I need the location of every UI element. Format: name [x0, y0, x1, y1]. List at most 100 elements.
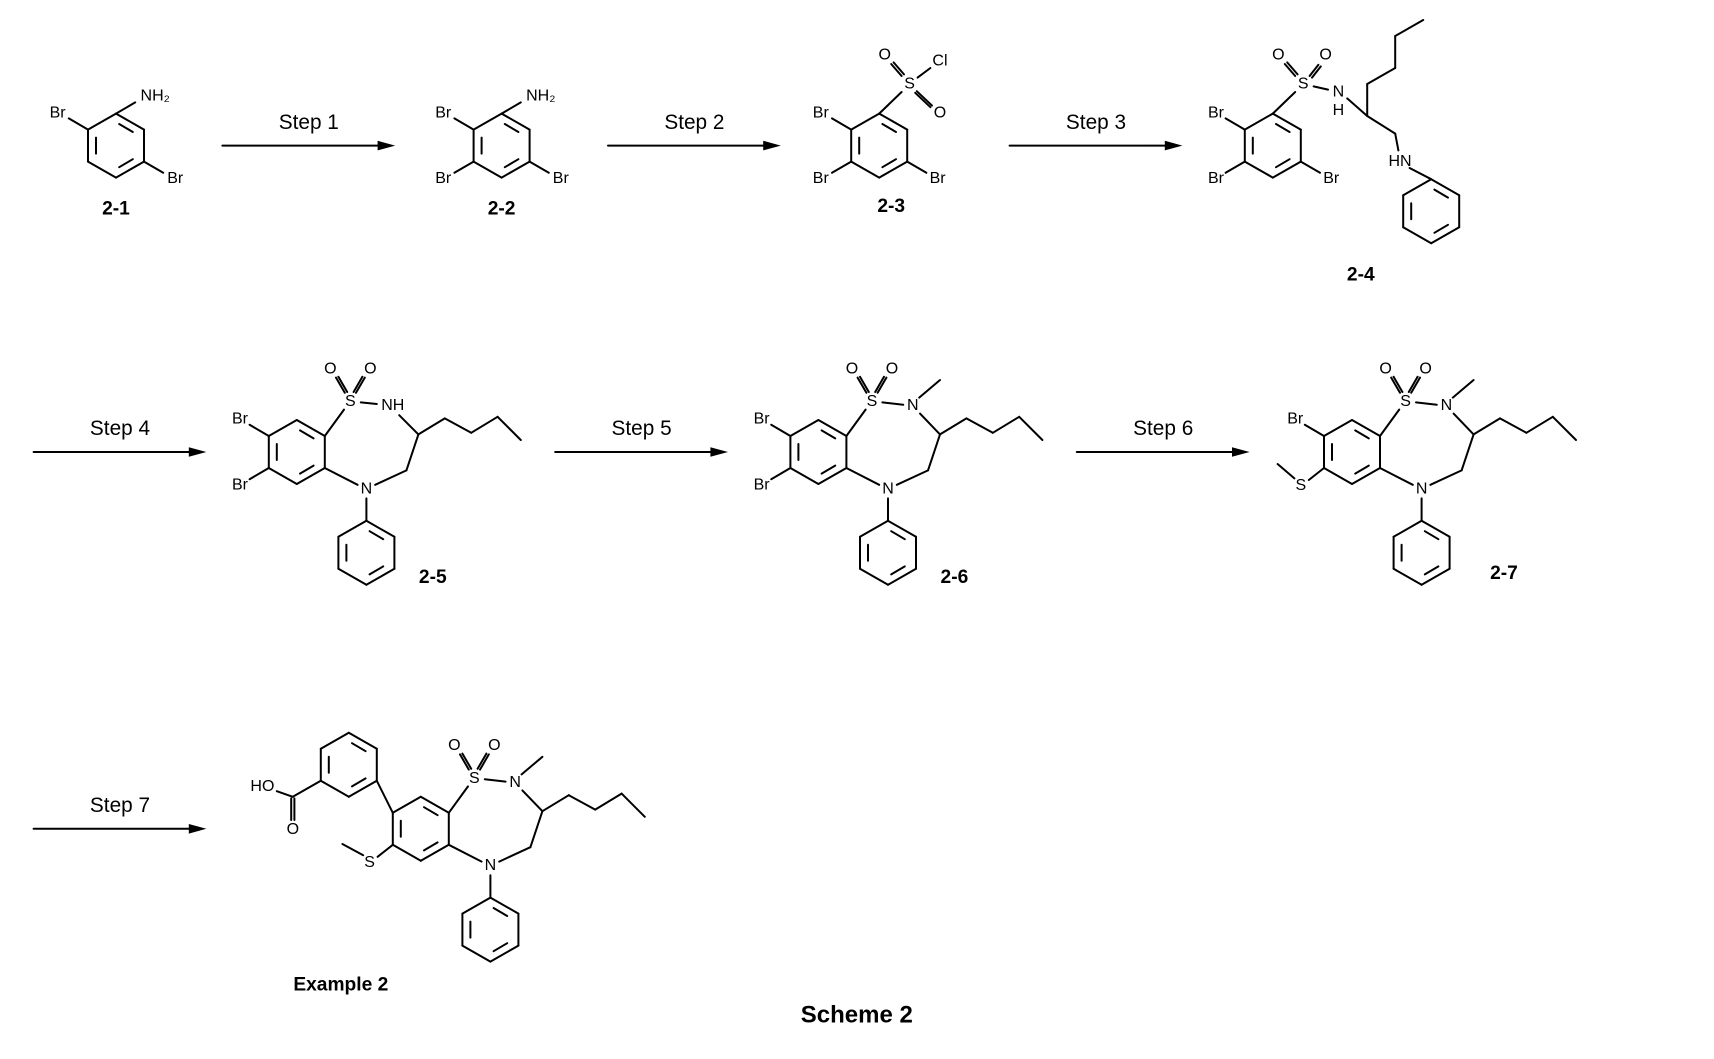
step-6-label: Step 6	[1133, 416, 1194, 440]
bond-line	[594, 792, 623, 811]
atom-label: N	[1441, 397, 1453, 414]
bond-line	[1283, 63, 1297, 78]
bond-line	[1392, 567, 1423, 586]
bond-line	[1311, 65, 1322, 79]
bond-line	[391, 843, 422, 862]
bond-line	[859, 567, 890, 586]
bond-line	[355, 376, 366, 394]
scheme-title: Scheme 2	[800, 1001, 913, 1028]
bond-line	[1312, 85, 1330, 91]
atom-label: HO	[250, 778, 274, 795]
step-3-label: Step 3	[1065, 109, 1127, 134]
bond-line	[335, 376, 346, 394]
right-arrow-icon	[32, 447, 207, 457]
atom-label: S	[904, 76, 915, 93]
bond-line	[1402, 178, 1433, 197]
bond-line	[1499, 417, 1528, 434]
bond-line	[472, 160, 503, 179]
bond-line	[521, 789, 544, 813]
bond-line	[1354, 464, 1370, 475]
bond-line	[365, 567, 396, 586]
atom-label: S	[1400, 393, 1411, 410]
atom-label: Br	[232, 411, 249, 428]
bond-line	[472, 112, 503, 131]
bond-line	[914, 91, 932, 109]
bond-line	[770, 467, 792, 481]
bond-line	[500, 101, 522, 115]
bond-line	[927, 433, 942, 472]
bond-line	[620, 792, 646, 818]
bond-line	[520, 755, 544, 776]
bond-line	[881, 123, 898, 134]
bond-line	[500, 112, 531, 131]
bond-line	[820, 429, 837, 440]
atom-label: S	[364, 854, 375, 871]
bond-line	[351, 777, 367, 788]
bond-line	[267, 467, 298, 486]
bond-line	[496, 415, 522, 442]
atom-label: NH	[381, 397, 404, 414]
bond-line	[887, 519, 918, 538]
bond-line	[1433, 223, 1450, 234]
bond-line	[299, 464, 315, 475]
bond-line	[351, 742, 367, 753]
bond-line	[859, 519, 890, 538]
atom-label: S	[469, 770, 480, 787]
bond-line	[1275, 158, 1291, 169]
bond-line	[1429, 469, 1463, 486]
bond-line	[1303, 423, 1326, 438]
compound-label: 2-7	[1490, 563, 1518, 584]
bond-line	[1472, 417, 1502, 436]
bond-line	[1271, 160, 1302, 179]
atom-label: NH₂	[526, 88, 555, 105]
bond-line	[850, 112, 881, 131]
bond-line	[1420, 567, 1451, 586]
bond-line	[423, 806, 439, 817]
bond-line	[489, 896, 520, 915]
bond-line	[1286, 61, 1299, 76]
bond-line	[831, 160, 853, 174]
bond-line	[347, 731, 378, 750]
bond-line	[1394, 132, 1400, 152]
bond-line	[1299, 160, 1322, 174]
atom-label: O	[448, 737, 460, 754]
bond-line	[115, 101, 137, 115]
bond-line	[1423, 565, 1440, 576]
bond-line	[1452, 412, 1475, 436]
bond-line	[919, 412, 942, 436]
bond-line	[291, 779, 322, 798]
bond-line	[906, 160, 928, 174]
step-6: Step 6	[1075, 416, 1251, 459]
bond-line	[1379, 408, 1401, 438]
bond-line	[248, 423, 270, 438]
atom-label: S	[1295, 477, 1306, 494]
right-arrow-icon	[221, 140, 396, 151]
bond-line	[337, 375, 349, 394]
atom-label: Br	[930, 170, 947, 187]
bond-line	[1307, 467, 1326, 482]
compound-label: 2-6	[941, 567, 969, 588]
atom-label: Br	[813, 104, 830, 121]
bond-line	[1451, 379, 1475, 399]
bond-line	[368, 530, 385, 541]
bond-line	[845, 408, 867, 438]
bond-line	[1390, 376, 1402, 394]
right-arrow-icon	[32, 824, 207, 834]
bond-line	[323, 467, 359, 486]
bond-line	[459, 753, 470, 771]
bond-line	[965, 417, 994, 434]
atom-label: Br	[232, 476, 249, 493]
bond-line	[856, 376, 868, 394]
bond-line	[115, 160, 146, 179]
bond-line	[419, 843, 450, 862]
bond-line	[143, 160, 165, 174]
atom-label: Br	[1208, 104, 1225, 121]
bond-line	[67, 117, 90, 131]
